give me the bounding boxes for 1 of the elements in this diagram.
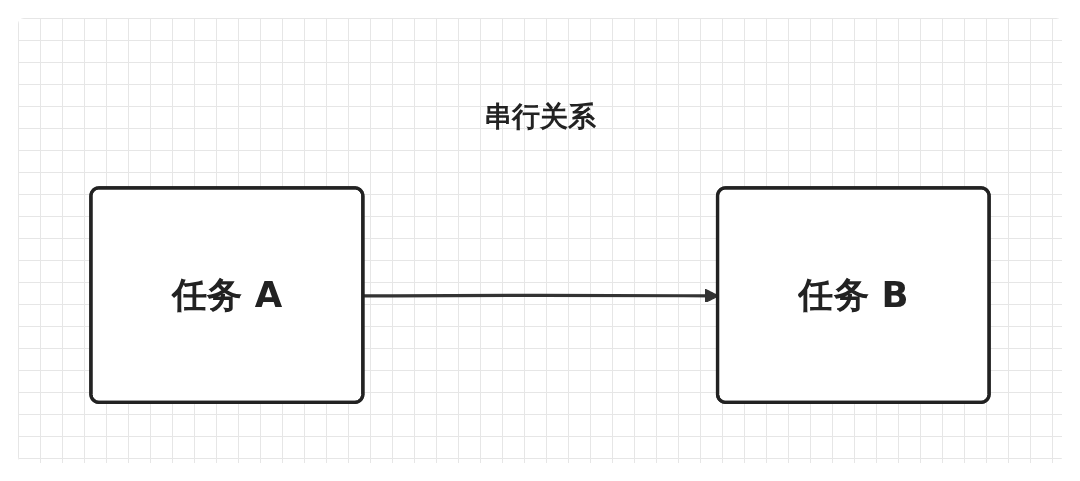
diagram-title: 串行关系	[484, 99, 596, 135]
